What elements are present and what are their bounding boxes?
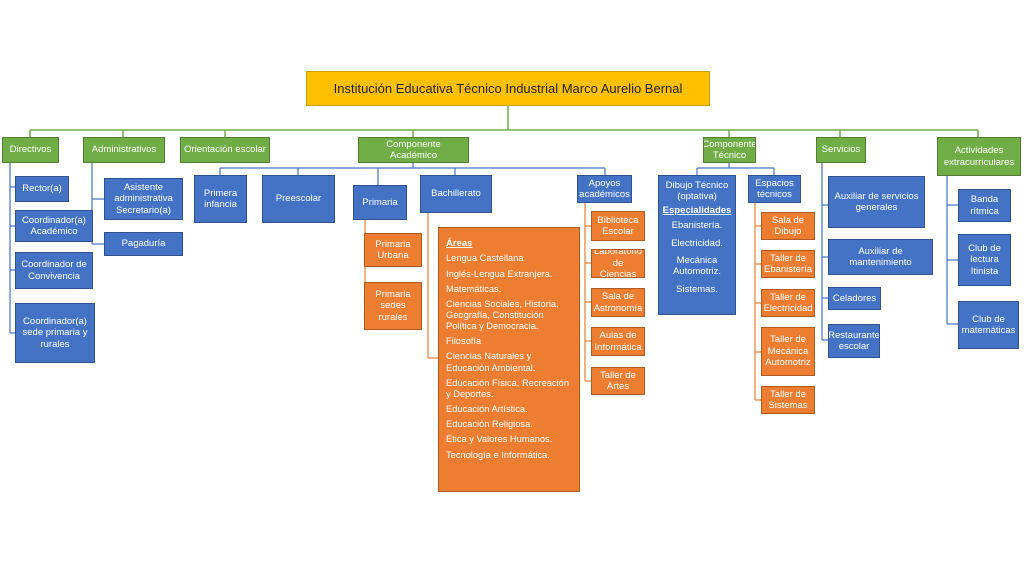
area-item: Ciencias Naturales y Educación Ambiental…	[446, 351, 536, 373]
area-item: Lengua Castellana	[446, 253, 524, 264]
page-title: Institución Educativa Técnico Industrial…	[306, 71, 710, 106]
node-componente-tecnico[interactable]: Componente Técnico	[703, 137, 756, 163]
node-espacios-tecnicos[interactable]: Espacios técnicos	[748, 175, 801, 203]
node-primaria[interactable]: Primaria	[353, 185, 407, 220]
node-celadores[interactable]: Celadores	[828, 287, 881, 310]
node-dibujo-tecnico[interactable]: Dibujo Técnico (optativa) Especialidades…	[658, 175, 736, 315]
node-taller-electricidad[interactable]: Taller de Electricidad	[761, 289, 815, 317]
node-club-matematicas[interactable]: Club de matemáticas	[958, 301, 1019, 349]
especialidades-title: Especialidades	[662, 204, 732, 216]
area-item: Filosofía	[446, 336, 482, 347]
area-item: Ética y Valores Humanos.	[446, 434, 553, 445]
dibujo-title: Dibujo Técnico (optativa)	[665, 180, 729, 203]
node-orientacion-escolar[interactable]: Orientación escolar	[180, 137, 270, 163]
node-servicios[interactable]: Servicios	[816, 137, 866, 163]
area-item: Tecnología e Informática.	[446, 449, 550, 460]
node-taller-sistemas[interactable]: Taller de Sistemas	[761, 386, 815, 414]
node-taller-mecanica-automotriz[interactable]: Taller de Mecánica Automotriz	[761, 327, 815, 376]
node-apoyos-academicos[interactable]: Apoyos académicos	[577, 175, 632, 203]
node-actividades-extracurriculares[interactable]: Actividades extracurriculares	[937, 137, 1021, 176]
node-coordinador-convivencia[interactable]: Coordinador de Convivencia	[15, 252, 93, 289]
especialidad-item: Electricidad.	[671, 237, 723, 249]
node-auxiliar-mantenimiento[interactable]: Auxiliar de mantenimiento	[828, 239, 933, 275]
area-item: Educación Física, Recreación y Deportes.	[446, 377, 569, 399]
node-bachillerato[interactable]: Bachillerato	[420, 175, 492, 213]
node-rector[interactable]: Rector(a)	[15, 176, 69, 202]
especialidad-item: Sistemas.	[676, 283, 718, 295]
node-taller-ebanisteria[interactable]: Taller de Ebanistería	[761, 250, 815, 278]
especialidad-item: Mecánica Automotriz.	[672, 254, 722, 278]
node-asistente-administrativa[interactable]: Asistente administrativa Secretario(a)	[104, 178, 183, 220]
node-primaria-urbana[interactable]: Primaria Urbana	[364, 233, 422, 267]
node-laboratorio-ciencias[interactable]: Laboratorio de Ciencias	[591, 249, 645, 278]
area-item: Matemáticas.	[446, 283, 502, 294]
node-taller-artes[interactable]: Taller de Artes	[591, 367, 645, 395]
node-sala-astronomia[interactable]: Sala de Astronomía	[591, 288, 645, 317]
area-item: Ciencias Sociales, Historia, Geografía, …	[446, 298, 559, 332]
node-primera-infancia[interactable]: Primera infancia	[194, 175, 247, 223]
node-coordinador-academico[interactable]: Coordinador(a) Académico	[15, 210, 93, 242]
especialidad-item: Ebanistería.	[671, 220, 723, 232]
area-item: Educación Religiosa.	[446, 419, 533, 430]
node-pagaduria[interactable]: Pagaduría	[104, 232, 183, 256]
node-administrativos[interactable]: Administrativos	[83, 137, 165, 163]
node-biblioteca-escolar[interactable]: Biblioteca Escolar	[591, 211, 645, 241]
node-sala-dibujo[interactable]: Sala de Dibujo	[761, 212, 815, 240]
node-primaria-sedes-rurales[interactable]: Primaria sedes rurales	[364, 282, 422, 330]
node-club-lectura[interactable]: Club de lectura Itinista	[958, 234, 1011, 286]
node-directivos[interactable]: Directivos	[2, 137, 59, 163]
node-componente-academico[interactable]: Componente Académico	[358, 137, 469, 163]
area-item: Inglés-Lengua Extranjera.	[446, 268, 553, 279]
node-coordinador-sede-primaria[interactable]: Coordinador(a) sede primaria y rurales	[15, 303, 95, 363]
areas-title: Áreas	[446, 238, 473, 249]
area-item: Educación Artística.	[446, 404, 528, 415]
node-auxiliar-servicios-generales[interactable]: Auxiliar de servicios generales	[828, 176, 925, 228]
areas-panel: Áreas Lengua Castellana Inglés-Lengua Ex…	[438, 227, 580, 492]
node-banda-ritmica[interactable]: Banda rítmica	[958, 189, 1011, 222]
node-preescolar[interactable]: Preescolar	[262, 175, 335, 223]
node-aulas-informatica[interactable]: Aulas de Informática	[591, 327, 645, 356]
node-restaurante-escolar[interactable]: Restaurante escolar	[828, 324, 880, 358]
